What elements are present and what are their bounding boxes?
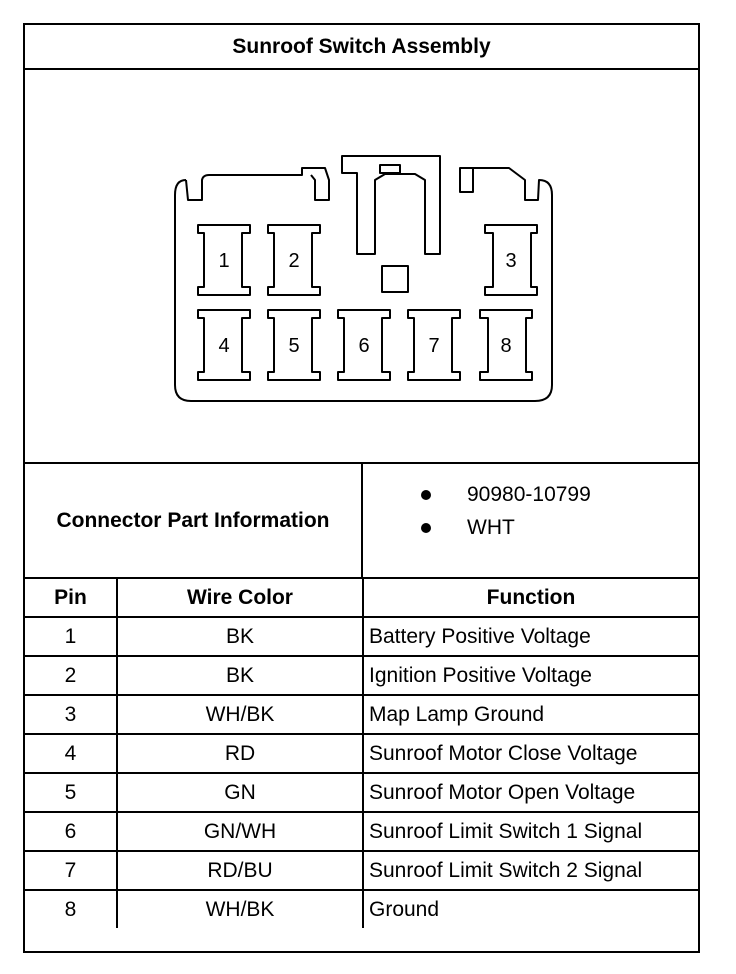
pin-number-label: 7: [428, 335, 439, 357]
pin-cell: 2: [25, 655, 118, 696]
pin-number-label: 5: [288, 335, 299, 357]
function-cell: Ignition Positive Voltage: [362, 655, 698, 696]
function-cell: Map Lamp Ground: [362, 694, 698, 735]
pin-cell: 3: [25, 694, 118, 735]
pin-cell: 7: [25, 850, 118, 891]
bullet-icon: [421, 489, 431, 500]
pin-cell: 5: [25, 772, 118, 813]
part-number: 90980-10799: [467, 482, 591, 506]
wire-color-cell: RD: [116, 733, 364, 774]
function-cell: Ground: [362, 889, 698, 928]
terminal-cavity: [197, 224, 251, 296]
wire-color-cell: RD/BU: [116, 850, 364, 891]
wire-color-cell: GN/WH: [116, 811, 364, 852]
table-row: 2 BK Ignition Positive Voltage: [25, 655, 698, 696]
function-cell: Sunroof Limit Switch 1 Signal: [362, 811, 698, 852]
pin-cell: 4: [25, 733, 118, 774]
pinout-table: Pin Wire Color Function 1 BK Battery Pos…: [25, 579, 698, 928]
table-row: 5 GN Sunroof Motor Open Voltage: [25, 772, 698, 813]
pin-number-label: 8: [500, 335, 511, 357]
terminal-cavity: [484, 224, 538, 296]
connector-part-info-label: Connector Part Information: [25, 464, 363, 579]
part-info-item: WHT: [363, 511, 698, 544]
terminal-cavity: [267, 309, 321, 381]
terminal-cavity: [197, 309, 251, 381]
pin-number-label: 4: [218, 335, 229, 357]
wire-color-cell: WH/BK: [116, 889, 364, 928]
table-row: 1 BK Battery Positive Voltage: [25, 616, 698, 657]
pin-header: Pin: [25, 579, 118, 618]
wire-color-cell: GN: [116, 772, 364, 813]
function-cell: Sunroof Motor Close Voltage: [362, 733, 698, 774]
pin-cell: 1: [25, 616, 118, 657]
connector-diagram: 1 2 3 4 5 6 7 8: [25, 70, 698, 464]
wire-color-cell: BK: [116, 616, 364, 657]
table-row: 7 RD/BU Sunroof Limit Switch 2 Signal: [25, 850, 698, 891]
pin-number-label: 3: [505, 250, 516, 272]
pin-number-label: 6: [358, 335, 369, 357]
terminal-cavities: 1 2 3 4 5 6 7 8: [197, 224, 538, 381]
connector-part-info-list: 90980-10799 WHT: [363, 464, 698, 579]
function-header: Function: [362, 579, 698, 618]
function-cell: Sunroof Motor Open Voltage: [362, 772, 698, 813]
terminal-cavity: [337, 309, 391, 381]
table-header-row: Pin Wire Color Function: [25, 579, 698, 618]
connector-color: WHT: [467, 515, 515, 539]
pin-number-label: 2: [288, 250, 299, 272]
bullet-icon: [421, 522, 431, 533]
wire-color-cell: WH/BK: [116, 694, 364, 735]
table-row: 6 GN/WH Sunroof Limit Switch 1 Signal: [25, 811, 698, 852]
part-info-item: 90980-10799: [363, 478, 698, 511]
terminal-cavity: [267, 224, 321, 296]
pin-number-label: 1: [218, 250, 229, 272]
table-row: 3 WH/BK Map Lamp Ground: [25, 694, 698, 735]
connector-housing: [174, 155, 553, 402]
pin-cell: 6: [25, 811, 118, 852]
table-row: 4 RD Sunroof Motor Close Voltage: [25, 733, 698, 774]
wire-color-cell: BK: [116, 655, 364, 696]
pin-cell: 8: [25, 889, 118, 928]
page-title: Sunroof Switch Assembly: [25, 25, 698, 70]
wire-color-header: Wire Color: [116, 579, 364, 618]
function-cell: Sunroof Limit Switch 2 Signal: [362, 850, 698, 891]
table-row: 8 WH/BK Ground: [25, 889, 698, 928]
function-cell: Battery Positive Voltage: [362, 616, 698, 657]
terminal-cavity: [407, 309, 461, 381]
terminal-cavity: [479, 309, 533, 381]
connector-face-drawing: 1 2 3 4 5 6 7 8: [174, 155, 553, 402]
